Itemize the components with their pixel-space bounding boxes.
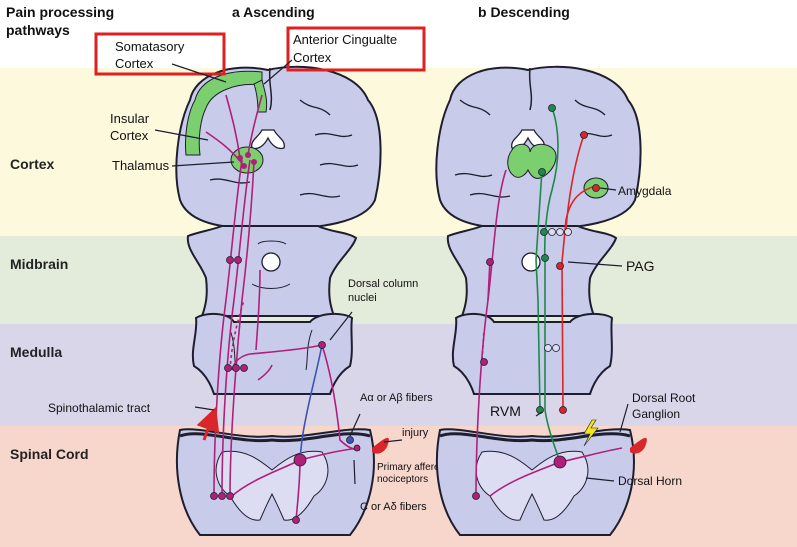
lightning-bolt-icon [583, 419, 599, 447]
label-pag: PAG [626, 258, 655, 274]
label-insular-2: Cortex [110, 128, 149, 143]
diagram-title-line2: pathways [6, 22, 70, 38]
label-drg-2: Ganglion [632, 407, 680, 421]
label-somatosensory-1: Somatasory [115, 39, 185, 54]
spinothalamic-arrow [196, 406, 220, 441]
label-dorsal-column-2: nuclei [348, 292, 377, 304]
band-label-spinal-cord: Spinal Cord [10, 446, 89, 462]
label-a-fibers: Aα or Aβ fibers [360, 392, 433, 404]
band-label-cortex: Cortex [10, 156, 55, 172]
label-primary-afferent-2: nociceptors [377, 474, 428, 485]
somatosensory-cortex-region [185, 70, 263, 156]
label-c-fibers: C or Aδ fibers [360, 501, 427, 513]
diagram-title-line1: Pain processing [6, 4, 114, 20]
label-thalamus: Thalamus [112, 158, 170, 173]
acc-highlight-box [286, 26, 426, 72]
band-label-midbrain: Midbrain [10, 256, 69, 272]
medulla-band [0, 324, 797, 426]
label-dorsal-horn: Dorsal Horn [618, 474, 682, 488]
spinal-cord-band [0, 426, 797, 547]
panel-b-descending: Amygdala PAG RVM Dorsal Root Ganglion Do… [435, 65, 696, 536]
label-rvm: RVM [490, 403, 521, 419]
label-somatosensory-2: Cortex [115, 56, 154, 71]
label-acc-1: Anterior Cingualte [293, 32, 397, 47]
label-spinothalamic: Spinothalamic tract [48, 401, 151, 415]
panel-b-title: b Descending [478, 4, 570, 20]
panel-a-ascending: Somatasory Cortex Anterior Cingualte Cor… [48, 26, 448, 536]
label-amygdala: Amygdala [618, 184, 672, 198]
ventricle-a [251, 129, 285, 150]
aqueduct-b [521, 252, 541, 272]
grey-matter-b [475, 450, 589, 521]
label-primary-afferent-1: Primary afferent [377, 462, 448, 473]
band-label-medulla: Medulla [10, 344, 63, 360]
cortex-band [0, 68, 797, 236]
somatosensory-highlight-box [94, 32, 226, 76]
label-insular-1: Insular [110, 111, 150, 126]
label-drg-1: Dorsal Root [632, 391, 696, 405]
aqueduct-a [261, 252, 281, 272]
brain-a-midline [268, 67, 273, 111]
label-dorsal-column-1: Dorsal column [348, 278, 418, 290]
label-acc-2: Cortex [293, 50, 332, 65]
midbrain-band [0, 236, 797, 324]
medulla-a [191, 312, 354, 395]
panel-a-title: a Ascending [232, 4, 315, 20]
nociceptor-ending-a [372, 437, 389, 454]
nociceptor-ending-b [630, 437, 647, 454]
label-injury: injury [402, 427, 429, 439]
medulla-b [451, 312, 614, 395]
thalamus-a [230, 146, 264, 174]
